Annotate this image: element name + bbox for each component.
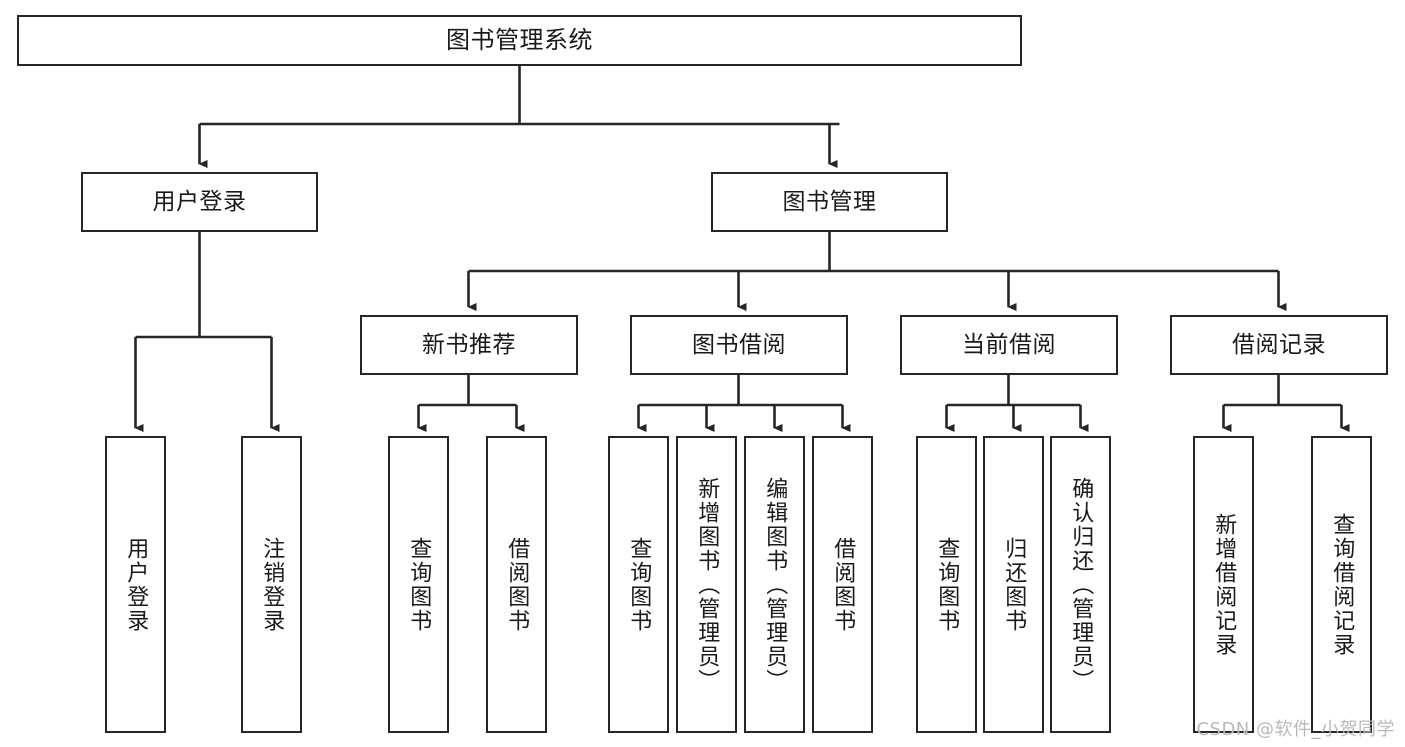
node-user-login[interactable]: 用户登录 [81, 172, 318, 232]
node-label: 归还图书 [1001, 536, 1027, 633]
node-root-system[interactable]: 图书管理系统 [17, 15, 1022, 66]
leaf-current-confirm-return-admin[interactable]: 确认归还（管理员） [1050, 436, 1111, 733]
leaf-recommend-query-book[interactable]: 查询图书 [388, 436, 449, 733]
leaf-record-query-record[interactable]: 查询借阅记录 [1311, 436, 1372, 733]
node-label: 新增图书（管理员） [694, 476, 720, 693]
node-label: 查询图书 [626, 536, 652, 633]
leaf-current-return-book[interactable]: 归还图书 [983, 436, 1044, 733]
node-label: 借阅记录 [1232, 331, 1326, 358]
node-book-management[interactable]: 图书管理 [711, 172, 948, 232]
node-label: 图书管理 [782, 188, 877, 215]
node-label: 新书推荐 [422, 331, 516, 358]
leaf-borrow-edit-book-admin[interactable]: 编辑图书（管理员） [744, 436, 805, 733]
node-label: 图书管理系统 [446, 25, 593, 54]
node-label: 查询图书 [406, 536, 432, 633]
leaf-borrow-borrow-book[interactable]: 借阅图书 [812, 436, 873, 733]
node-label: 确认归还（管理员） [1068, 476, 1094, 693]
node-label: 编辑图书（管理员） [762, 476, 788, 693]
leaf-user-login-signout[interactable]: 注销登录 [241, 436, 302, 733]
node-label: 查询借阅记录 [1329, 512, 1355, 657]
node-label: 当前借阅 [962, 331, 1056, 358]
leaf-record-add-record[interactable]: 新增借阅记录 [1193, 436, 1254, 733]
node-book-borrow[interactable]: 图书借阅 [630, 315, 848, 375]
node-label: 查询图书 [934, 536, 960, 633]
leaf-current-query-book[interactable]: 查询图书 [916, 436, 977, 733]
node-label: 图书借阅 [692, 331, 786, 358]
node-label: 借阅图书 [830, 536, 856, 633]
node-label: 用户登录 [123, 536, 149, 633]
node-current-borrow[interactable]: 当前借阅 [900, 315, 1118, 375]
watermark-text: CSDN @软件_小贺同学 [1196, 719, 1395, 740]
node-label: 借阅图书 [504, 536, 530, 633]
node-label: 用户登录 [152, 188, 247, 215]
node-label: 新增借阅记录 [1211, 512, 1237, 657]
leaf-borrow-add-book-admin[interactable]: 新增图书（管理员） [676, 436, 737, 733]
leaf-user-login-signin[interactable]: 用户登录 [105, 436, 166, 733]
node-label: 注销登录 [259, 536, 285, 633]
leaf-borrow-query-book[interactable]: 查询图书 [608, 436, 669, 733]
node-borrow-record[interactable]: 借阅记录 [1170, 315, 1388, 375]
node-new-book-recommend[interactable]: 新书推荐 [360, 315, 578, 375]
leaf-recommend-borrow-book[interactable]: 借阅图书 [486, 436, 547, 733]
